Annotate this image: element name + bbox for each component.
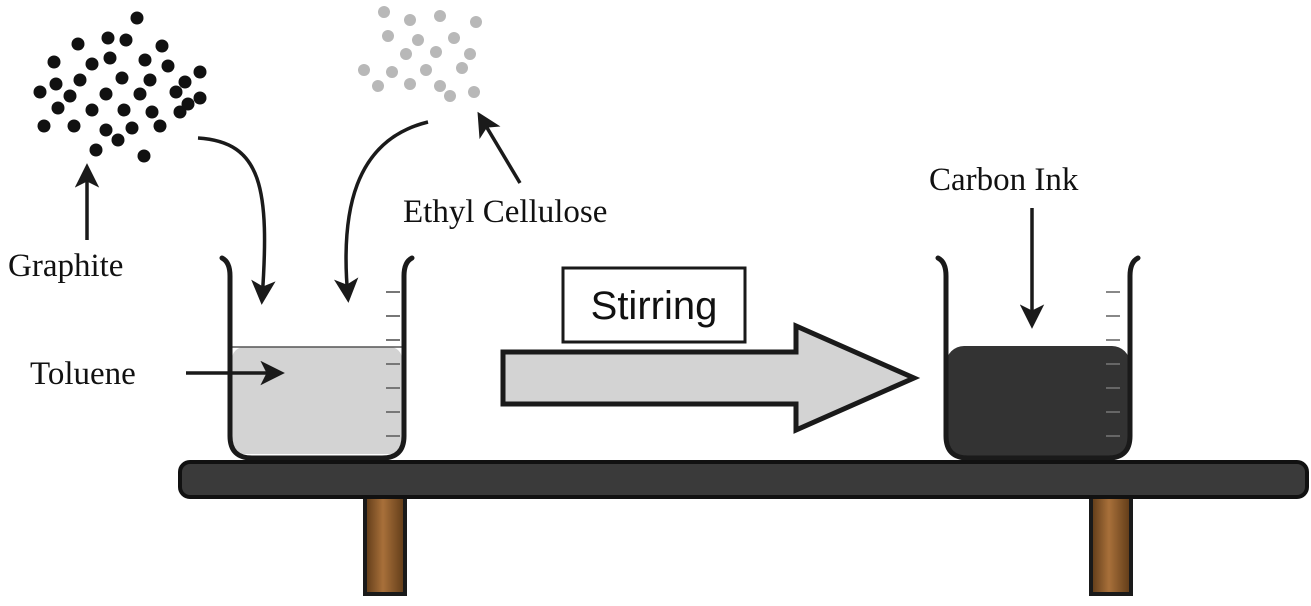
- left-beaker: [219, 255, 415, 461]
- graphite-particle: [119, 33, 133, 47]
- right-beaker: [935, 255, 1141, 461]
- ethyl-cellulose-particle: [456, 62, 468, 74]
- graphite-particle: [51, 101, 65, 115]
- graphite-particle: [145, 105, 159, 119]
- graphite-particle: [178, 75, 192, 89]
- graphite-particle: [161, 59, 175, 73]
- right-beaker-graduations: [1106, 291, 1120, 437]
- graphite-particle: [173, 105, 187, 119]
- carbon-ink-label: Carbon Ink: [929, 162, 1079, 198]
- ethyl-cellulose-particle: [464, 48, 476, 60]
- left-beaker-outline: [219, 255, 415, 461]
- graphite-particle: [47, 55, 61, 69]
- graphite-particle: [138, 53, 152, 67]
- graphite-particle: [137, 149, 151, 163]
- graphite-particle: [99, 87, 113, 101]
- graphite-particle: [101, 31, 115, 45]
- graphite-particle: [73, 73, 87, 87]
- graphite-particle: [37, 119, 51, 133]
- ethyl-cellulose-particle: [358, 64, 370, 76]
- graphite-particle: [115, 71, 129, 85]
- graphite-particle: [130, 11, 144, 25]
- graphite-particle: [125, 121, 139, 135]
- stirring-label: Stirring: [591, 284, 718, 328]
- ethyl-cellulose-particle: [470, 16, 482, 28]
- table-leg-left: [363, 492, 407, 596]
- ethyl-cellulose-particle: [404, 78, 416, 90]
- table-top: [178, 460, 1309, 499]
- stirring-label-box: [561, 266, 747, 344]
- ethyl-cellulose-particle: [404, 14, 416, 26]
- graphite-particle: [71, 37, 85, 51]
- ethyl-cellulose-particle: [468, 86, 480, 98]
- graphite-particle: [85, 103, 99, 117]
- graphite-particle: [111, 133, 125, 147]
- graphite-particle: [133, 87, 147, 101]
- ethyl-cellulose-particle: [372, 80, 384, 92]
- table-leg-right: [1089, 492, 1133, 596]
- graphite-particle: [67, 119, 81, 133]
- graphite-particle: [155, 39, 169, 53]
- ethyl-cellulose-particle: [382, 30, 394, 42]
- graphite-particle: [143, 73, 157, 87]
- graphite-particle: [103, 51, 117, 65]
- ethyl-cellulose-particle: [434, 10, 446, 22]
- carbon-ink-liquid: [946, 346, 1130, 458]
- graphite-particle: [153, 119, 167, 133]
- graphite-particle: [63, 89, 77, 103]
- graphite-particle: [193, 91, 207, 105]
- graphite-particle: [99, 123, 113, 137]
- stirring-process-arrow: [500, 322, 921, 434]
- ethyl-cellulose-particle: [444, 90, 456, 102]
- graphite-particle: [85, 57, 99, 71]
- graphite-particle: [49, 77, 63, 91]
- left-beaker-graduations: [386, 291, 400, 437]
- graphite-particle: [117, 103, 131, 117]
- ethyl-cellulose-label: Ethyl Cellulose: [403, 194, 607, 230]
- graphite-particle-cluster: [33, 11, 207, 163]
- right-beaker-outline: [935, 255, 1141, 461]
- graphite-particle: [181, 97, 195, 111]
- graphite-particle: [193, 65, 207, 79]
- ethyl-cellulose-particle: [434, 80, 446, 92]
- toluene-label: Toluene: [30, 356, 136, 392]
- graphite-particle: [33, 85, 47, 99]
- graphite-particle: [89, 143, 103, 157]
- ethyl-cellulose-particle: [412, 34, 424, 46]
- graphite-particle: [169, 85, 183, 99]
- ethyl-cellulose-particle: [378, 6, 390, 18]
- ethyl-cellulose-particle: [400, 48, 412, 60]
- graphite-label: Graphite: [8, 248, 123, 284]
- ethyl-cellulose-particle: [386, 66, 398, 78]
- graphite-addition-arrow: [197, 136, 276, 305]
- ethyl-cellulose-particle: [430, 46, 442, 58]
- toluene-liquid: [232, 347, 402, 454]
- ethyl-cellulose-particle: [420, 64, 432, 76]
- ethyl-cellulose-addition-arrow: [333, 120, 429, 303]
- ethyl-cellulose-particle: [448, 32, 460, 44]
- ethyl-cellulose-pointer-arrow: [477, 111, 522, 184]
- ethyl-cellulose-particle-cluster: [358, 6, 482, 102]
